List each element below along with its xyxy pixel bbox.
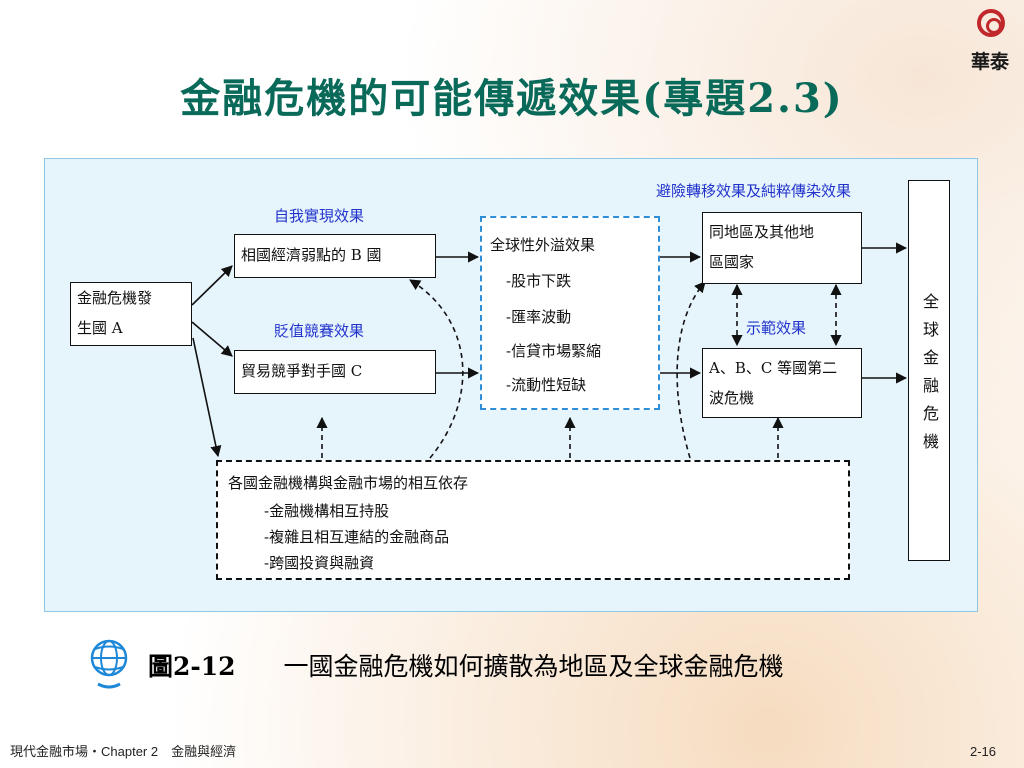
second-wave-line2: 波危機 — [709, 389, 755, 407]
interdependence-item: -複雜且相互連結的金融商品 — [264, 528, 450, 546]
box-origin-line2: 生國 A — [77, 319, 123, 337]
spillover-title: 全球性外溢效果 — [490, 236, 596, 254]
interdependence-title: 各國金融機構與金融市場的相互依存 — [228, 474, 469, 492]
label-hedging-contagion: 避險轉移效果及純粹傳染效果 — [656, 182, 852, 200]
box-interdependence: 各國金融機構與金融市場的相互依存 -金融機構相互持股 -複雜且相互連結的金融商品… — [216, 460, 850, 580]
publisher-logo: 華泰 — [960, 5, 1020, 75]
spillover-item: -信貸市場緊縮 — [506, 342, 602, 360]
spillover-item: -流動性短缺 — [506, 376, 587, 394]
label-devaluation: 貶值競賽效果 — [274, 322, 365, 340]
box-origin-country: 金融危機發 生國 A — [70, 282, 192, 346]
box-origin-line1: 金融危機發 — [77, 289, 153, 307]
footer-page-number: 2-16 — [970, 744, 997, 759]
box-global-crisis: 全球金融危機 — [908, 180, 950, 561]
interdependence-item: -跨國投資與融資 — [264, 554, 375, 572]
caption-number: 圖2-12 — [148, 652, 236, 681]
box-country-b: 相國經濟弱點的 B 國 — [234, 234, 436, 278]
footer-book-title: 現代金融市場‧Chapter 2 金融與經濟 — [10, 744, 237, 759]
spillover-item: -股市下跌 — [506, 272, 572, 290]
globe-icon — [90, 639, 128, 689]
label-demonstration: 示範效果 — [746, 319, 807, 337]
figure-caption: 圖2-12 一國金融危機如何擴散為地區及全球金融危機 — [148, 647, 783, 683]
logo-text: 華泰 — [970, 51, 1009, 73]
logo-mark-icon — [977, 9, 1005, 37]
region-line1: 同地區及其他地 — [709, 223, 815, 241]
interdependence-item: -金融機構相互持股 — [264, 502, 390, 520]
spillover-item: -匯率波動 — [506, 308, 572, 326]
second-wave-line1: A、B、C 等國第二 — [709, 359, 838, 377]
region-line2: 區國家 — [709, 253, 755, 271]
box-second-wave: A、B、C 等國第二 波危機 — [702, 348, 862, 418]
box-country-c: 貿易競爭對手國 C — [234, 350, 436, 394]
label-self-fulfilling: 自我實現效果 — [274, 207, 365, 225]
box-region-countries: 同地區及其他地 區國家 — [702, 212, 862, 284]
box-global-spillover: 全球性外溢效果 -股市下跌 -匯率波動 -信貸市場緊縮 -流動性短缺 — [480, 216, 660, 410]
caption-text: 一國金融危機如何擴散為地區及全球金融危機 — [283, 652, 784, 681]
slide-title: 金融危機的可能傳遞效果(專題2.3) — [180, 75, 844, 122]
